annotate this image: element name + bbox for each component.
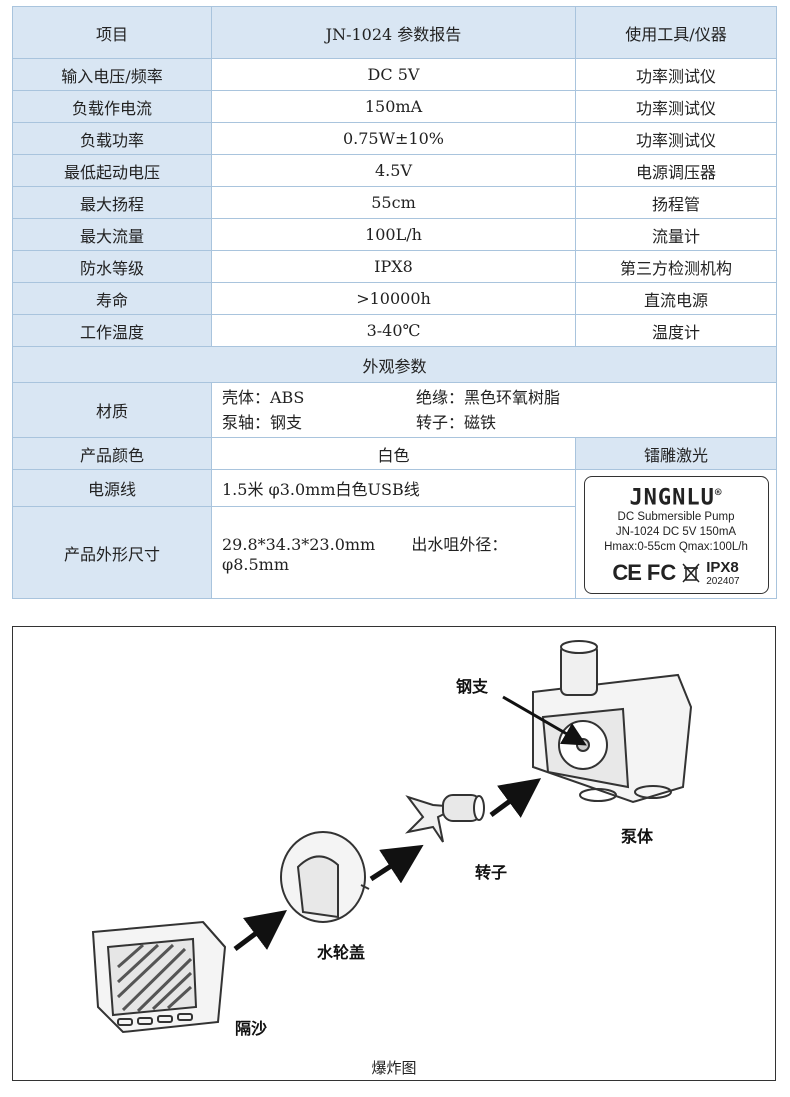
label-impeller-cover: 水轮盖: [317, 943, 366, 962]
table-row: 工作温度 3-40℃ 温度计: [12, 314, 777, 347]
pump-body-drawing: [532, 640, 693, 804]
section-title: 外观参数: [12, 346, 777, 383]
row-item: 防水等级: [12, 250, 212, 283]
table-row: 负载功率 0.75W±10% 功率测试仪: [12, 122, 777, 155]
shaft-pointer: [502, 695, 587, 746]
row-value: DC 5V: [211, 58, 576, 91]
row-tool: 功率测试仪: [575, 122, 777, 155]
material-shaft: 泵轴：钢支: [222, 413, 303, 432]
product-nameplate: JNGNLU® DC Submersible Pump JN-1024 DC 5…: [583, 476, 769, 594]
fc-mark-icon: FC: [646, 560, 677, 586]
material-rotor: 转子：磁铁: [416, 413, 497, 432]
row-item: 工作温度: [12, 314, 212, 347]
row-tool: 功率测试仪: [575, 58, 777, 91]
material-shell: 壳体：ABS: [222, 388, 305, 407]
size-label: 产品外形尺寸: [12, 506, 212, 599]
material-row: 材质 壳体：ABS 绝缘：黑色环氧树脂 泵轴：钢支 转子：磁铁: [12, 382, 777, 438]
header-report: JN-1024 参数报告: [211, 6, 576, 59]
row-value: 150mA: [211, 90, 576, 123]
material-insulation: 绝缘：黑色环氧树脂: [416, 388, 561, 407]
spec-table: 项目 JN-1024 参数报告 使用工具/仪器 输入电压/频率 DC 5V 功率…: [12, 6, 777, 599]
row-value: IPX8: [211, 250, 576, 283]
sand-filter-drawing: [91, 920, 227, 1034]
ipx-rating: IPX8: [706, 559, 739, 577]
label-pump-body: 泵体: [621, 827, 654, 846]
row-item: 负载功率: [12, 122, 212, 155]
row-tool: 扬程管: [575, 186, 777, 219]
certification-marks: CE FC IPX8 202407: [585, 559, 768, 587]
cable-label: 电源线: [12, 468, 212, 508]
production-date: 202407: [706, 576, 740, 588]
size-value: 29.8*34.3*23.0mm: [222, 535, 376, 555]
exploded-view-drawing: [91, 640, 693, 1034]
table-header-row: 项目 JN-1024 参数报告 使用工具/仪器: [12, 6, 777, 59]
laser-label: 镭雕激光: [575, 437, 777, 470]
impeller-cover-drawing: [280, 831, 370, 923]
table-row: 最大扬程 55cm 扬程管: [12, 186, 777, 219]
size-values: 29.8*34.3*23.0mm 出水咀外径： φ8.5mm: [211, 506, 576, 599]
outlet-value: 出水咀外径： φ8.5mm: [222, 535, 508, 575]
row-tool: 第三方检测机构: [575, 250, 777, 283]
nameplate-line1: DC Submersible Pump: [617, 511, 735, 524]
cable-row: 电源线 1.5米 φ3.0mm白色USB线 JNGNLU® DC Submers…: [12, 468, 777, 599]
row-tool: 温度计: [575, 314, 777, 347]
weee-bin-icon: [682, 563, 700, 583]
row-item: 负载作电流: [12, 90, 212, 123]
header-tool: 使用工具/仪器: [575, 6, 777, 59]
row-tool: 电源调压器: [575, 154, 777, 187]
label-rotor: 转子: [475, 863, 508, 882]
label-shaft: 钢支: [456, 677, 489, 696]
row-item: 最大扬程: [12, 186, 212, 219]
table-row: 最大流量 100L/h 流量计: [12, 218, 777, 251]
row-value: >10000h: [211, 282, 576, 315]
assembly-arrows: [233, 778, 542, 951]
material-label: 材质: [12, 382, 212, 438]
row-item: 最低起动电压: [12, 154, 212, 187]
ce-mark-icon: CE: [612, 560, 642, 586]
table-row: 寿命 >10000h 直流电源: [12, 282, 777, 315]
row-item: 寿命: [12, 282, 212, 315]
diagram-caption: 爆炸图: [371, 1059, 417, 1077]
label-sand-filter: 隔沙: [235, 1019, 268, 1038]
color-value: 白色: [211, 437, 576, 470]
row-value: 4.5V: [211, 154, 576, 187]
exploded-diagram: 钢支 泵体 转子 水轮盖 隔沙 爆炸图: [12, 626, 776, 1081]
size-row: 产品外形尺寸 29.8*34.3*23.0mm 出水咀外径： φ8.5mm: [12, 506, 777, 599]
table-row: 最低起动电压 4.5V 电源调压器: [12, 154, 777, 187]
material-values: 壳体：ABS 绝缘：黑色环氧树脂 泵轴：钢支 转子：磁铁: [211, 382, 777, 438]
product-label-cell: JNGNLU® DC Submersible Pump JN-1024 DC 5…: [575, 469, 777, 599]
nameplate-line3: Hmax:0-55cm Qmax:100L/h: [604, 541, 748, 554]
row-value: 100L/h: [211, 218, 576, 251]
brand-logo: JNGNLU®: [629, 485, 723, 511]
rotor-drawing: [404, 794, 485, 843]
section-row: 外观参数: [12, 346, 777, 383]
table-row: 输入电压/频率 DC 5V 功率测试仪: [12, 58, 777, 91]
row-value: 55cm: [211, 186, 576, 219]
color-label: 产品颜色: [12, 437, 212, 470]
header-item: 项目: [12, 6, 212, 59]
row-tool: 流量计: [575, 218, 777, 251]
row-item: 输入电压/频率: [12, 58, 212, 91]
row-tool: 直流电源: [575, 282, 777, 315]
table-row: 负载作电流 150mA 功率测试仪: [12, 90, 777, 123]
cable-value: 1.5米 φ3.0mm白色USB线: [211, 468, 576, 508]
row-value: 3-40℃: [211, 314, 576, 347]
table-row: 防水等级 IPX8 第三方检测机构: [12, 250, 777, 283]
nameplate-line2: JN-1024 DC 5V 150mA: [615, 526, 737, 539]
row-tool: 功率测试仪: [575, 90, 777, 123]
row-value: 0.75W±10%: [211, 122, 576, 155]
color-row: 产品颜色 白色 镭雕激光: [12, 437, 777, 470]
row-item: 最大流量: [12, 218, 212, 251]
